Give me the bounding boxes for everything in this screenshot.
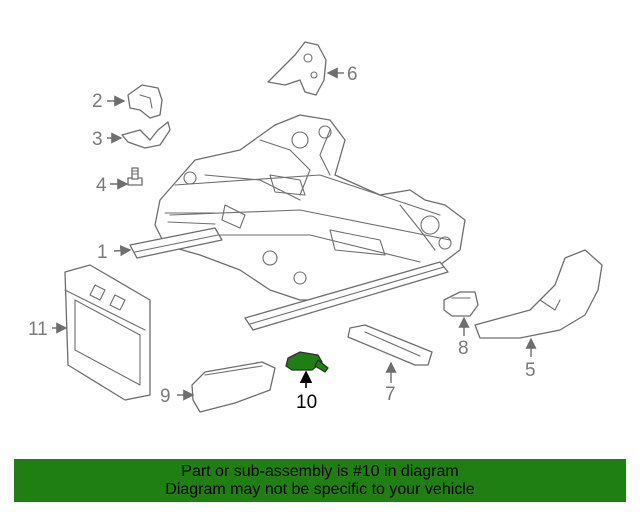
callout-5: 5 [525, 360, 536, 381]
callout-7: 7 [385, 384, 396, 405]
clip-part-3 [121, 121, 171, 149]
callout-3: 3 [92, 129, 103, 150]
callout-8: 8 [458, 338, 469, 359]
bolt-part-4 [127, 167, 143, 186]
banner-line-part: Part or sub-assembly is #10 in diagram [181, 463, 459, 480]
parts-diagram: 1 2 3 4 5 6 7 8 9 10 11 [28, 41, 603, 413]
callout-6: 6 [347, 64, 358, 85]
highlighted-part-10 [285, 351, 329, 373]
hinge-bracket-part-6 [267, 41, 327, 96]
banner-line-disclaimer: Diagram may not be specific to your vehi… [165, 481, 475, 498]
seat-adjuster-frame [154, 114, 466, 301]
callout-10: 10 [296, 392, 317, 413]
seat-track-rail-lower [244, 261, 449, 331]
callout-4: 4 [96, 175, 107, 196]
callout-11: 11 [28, 319, 48, 340]
side-shield-part-5 [474, 249, 603, 339]
leader-line-1 [113, 245, 132, 257]
callout-9: 9 [160, 386, 171, 407]
callout-1: 1 [97, 242, 108, 263]
rail-cover-part-7 [347, 324, 433, 366]
bracket-part-2 [127, 84, 163, 119]
info-banner: Part or sub-assembly is #10 in diagram D… [14, 459, 626, 502]
switch-part-8 [443, 291, 479, 317]
callout-2: 2 [92, 91, 103, 112]
seat-track-rail-left [129, 227, 223, 259]
control-module-part-11 [64, 264, 151, 401]
trim-cover-part-9 [191, 361, 276, 413]
